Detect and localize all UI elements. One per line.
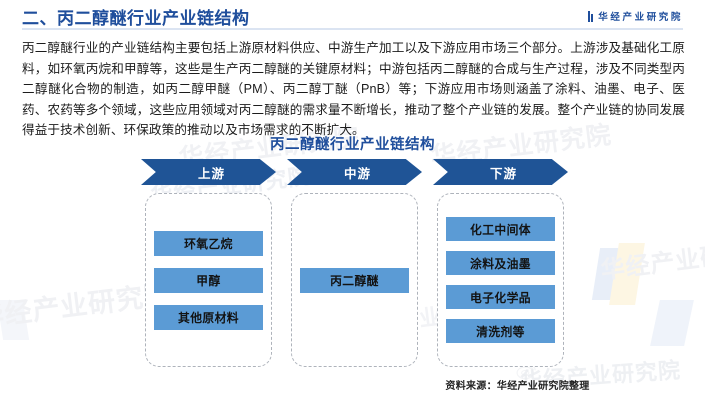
chain-node: 丙二醇醚 xyxy=(300,267,409,293)
stage-node-group-upstream: 环氧乙烷 甲醇 其他原材料 xyxy=(145,193,272,367)
source-note: 资料来源：华经产业研究院整理 xyxy=(445,381,590,392)
chain-node: 电子化学品 xyxy=(446,285,555,309)
brand-logo: 华经产业研究院 xyxy=(587,9,683,23)
stage-banner-upstream: 上游 xyxy=(141,159,276,185)
stage-banner-downstream: 下游 xyxy=(433,159,568,185)
page-title: 二、丙二醇醚行业产业链结构 xyxy=(22,9,250,28)
source-note-row: 资料来源：华经产业研究院整理 xyxy=(0,377,705,392)
chain-node: 涂料及油墨 xyxy=(446,251,555,275)
bars-logo-icon xyxy=(587,10,594,22)
brand-name: 华经产业研究院 xyxy=(598,12,683,23)
chain-stage-upstream: 上游 环氧乙烷 甲醇 其他原材料 xyxy=(141,159,276,371)
value-chain-diagram: 上游 环氧乙烷 甲醇 其他原材料 中游 丙二醇醚 下游 化工中间体 涂料及油墨 … xyxy=(141,159,569,371)
chain-node: 甲醇 xyxy=(154,267,263,293)
chain-stage-downstream: 下游 化工中间体 涂料及油墨 电子化学品 清洗剂等 xyxy=(433,159,568,371)
page-header: 二、丙二醇醚行业产业链结构 华经产业研究院 xyxy=(0,0,705,32)
chain-node: 化工中间体 xyxy=(446,217,555,241)
stage-node-group-midstream: 丙二醇醚 xyxy=(291,193,418,367)
intro-paragraph: 丙二醇醚行业的产业链结构主要包括上游原材料供应、中游生产加工以及下游应用市场三个… xyxy=(22,41,685,137)
stage-banner-midstream: 中游 xyxy=(287,159,422,185)
header-divider xyxy=(22,28,683,30)
chain-node: 环氧乙烷 xyxy=(154,230,263,256)
figure-title: 丙二醇醚行业产业链结构 xyxy=(270,137,435,153)
chain-node: 清洗剂等 xyxy=(446,319,555,343)
chain-stage-midstream: 中游 丙二醇醚 xyxy=(287,159,422,371)
stage-node-group-downstream: 化工中间体 涂料及油墨 电子化学品 清洗剂等 xyxy=(437,193,564,367)
chain-node: 其他原材料 xyxy=(154,304,263,330)
value-chain-figure: 丙二醇醚行业产业链结构 上游 环氧乙烷 甲醇 其他原材料 中游 丙二醇醚 下游 … xyxy=(0,133,705,383)
